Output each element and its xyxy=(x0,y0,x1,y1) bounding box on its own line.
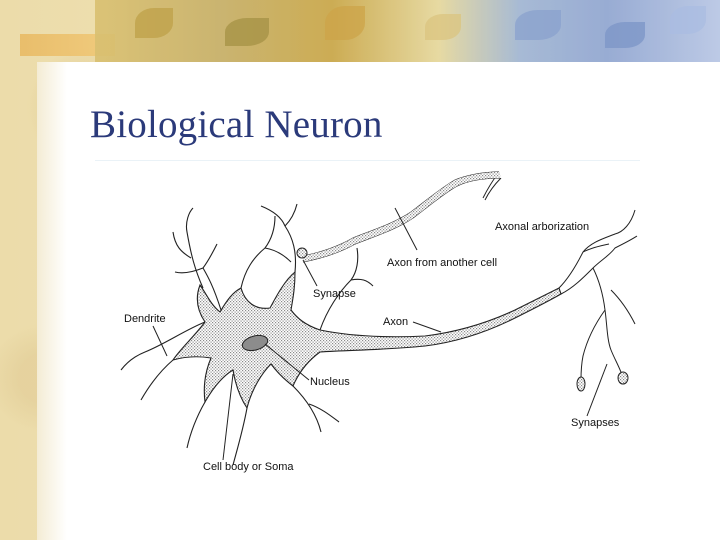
leaf-icon xyxy=(135,8,173,38)
slide-title: Biological Neuron xyxy=(90,102,383,147)
label-axon-from-another-cell: Axon from another cell xyxy=(387,257,497,269)
decorative-leaf-banner xyxy=(95,0,720,62)
synapse-terminal-right xyxy=(618,372,628,384)
diagram-canvas xyxy=(95,160,640,500)
synapse-terminal-left xyxy=(577,377,585,391)
leaf-icon xyxy=(670,6,706,34)
leaf-icon xyxy=(225,18,269,46)
label-synapse: Synapse xyxy=(313,288,356,300)
slide-panel-edge xyxy=(37,62,67,540)
label-synapses: Synapses xyxy=(571,417,620,429)
neuron-diagram: Axonal arborization Axon from another ce… xyxy=(95,160,640,500)
leaf-icon xyxy=(605,22,645,48)
leaf-icon xyxy=(425,14,461,40)
synapse-bulb xyxy=(297,248,307,258)
label-axon: Axon xyxy=(383,316,408,328)
label-cell-body: Cell body or Soma xyxy=(203,461,294,473)
leaf-icon xyxy=(325,6,365,40)
label-nucleus: Nucleus xyxy=(310,376,350,388)
leaf-icon xyxy=(515,10,561,40)
label-axonal-arborization: Axonal arborization xyxy=(495,221,589,233)
label-dendrite: Dendrite xyxy=(124,313,166,325)
